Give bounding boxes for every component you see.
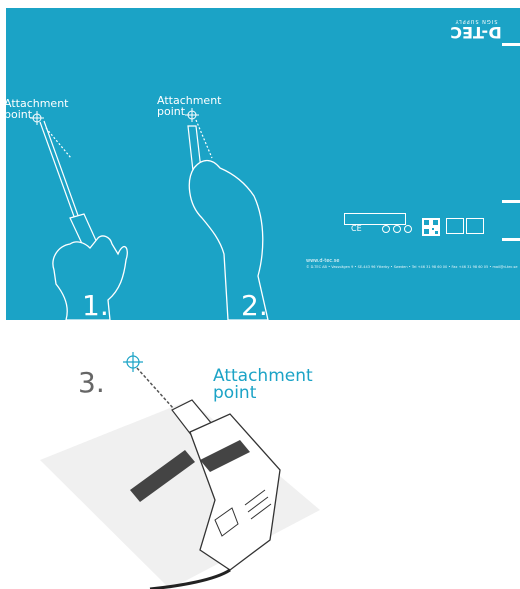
qr-code-icon xyxy=(422,218,440,236)
hand-illustration xyxy=(188,159,269,320)
edge-tab xyxy=(502,238,520,241)
crosshair-icon xyxy=(123,352,143,372)
crosshair-icon xyxy=(30,111,44,125)
hand-illustration xyxy=(52,235,128,320)
step2-number: 2. xyxy=(241,289,268,320)
hands-care-icon xyxy=(466,218,484,234)
step-illustrations xyxy=(30,108,412,320)
edge-tab xyxy=(502,200,520,203)
step1-number: 1. xyxy=(82,289,109,320)
company-address: © D-TEC AB • Vassvägen 9 • SE-443 96 Ytt… xyxy=(306,265,518,269)
step3-attachment-label: Attachment point xyxy=(213,366,313,403)
crosshair-icon xyxy=(185,108,199,122)
step1-attachment-label: Attachment point xyxy=(6,97,69,121)
product-label-box xyxy=(344,213,406,225)
website: www.d-tec.se xyxy=(306,258,340,264)
certification-icons xyxy=(382,225,412,233)
step3-number: 3. xyxy=(78,366,105,399)
glass-fragile-icon xyxy=(446,218,464,234)
instruction-panel: D-TEC SIGN SUPPLY Attachment point xyxy=(6,8,520,320)
edge-tab xyxy=(502,43,520,46)
step2-attachment-label: Attachment point xyxy=(157,94,222,118)
certification-marks: CE xyxy=(351,224,362,233)
drill-illustration xyxy=(40,352,320,589)
